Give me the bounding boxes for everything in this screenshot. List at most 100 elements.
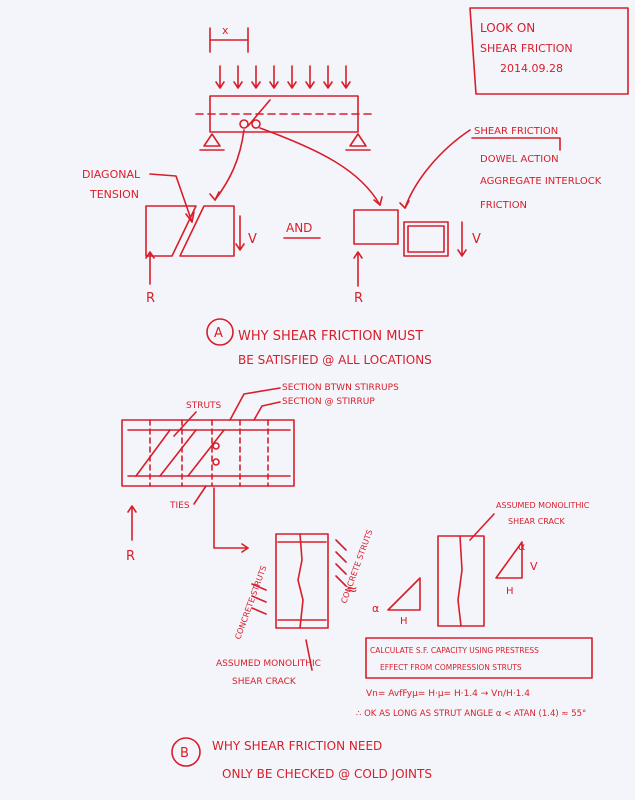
beam-elevation — [121, 419, 295, 487]
diagonal-label: DIAGONAL — [82, 168, 141, 181]
section-btwn-label: SECTION BTWN STIRRUPS — [282, 383, 399, 393]
section-a-line1: WHY SHEAR FRICTION MUST — [238, 329, 423, 344]
section-btwn-leader — [229, 387, 281, 421]
and-label: AND — [286, 221, 312, 235]
crack-line — [247, 99, 271, 127]
assumed-crack-left-1: ASSUMED MONOLITHIC — [216, 659, 321, 669]
title-box: LOOK ON SHEAR FRICTION 2014.09.28 — [469, 7, 629, 95]
section-a-circle — [206, 318, 234, 346]
r-arrow-mid — [127, 505, 137, 541]
arrow-to-diagonal — [214, 129, 245, 201]
leader-head — [185, 211, 195, 223]
arrow-head — [373, 196, 383, 206]
bullet-aggregate: AGGREGATE INTERLOCK — [480, 176, 602, 187]
shear-friction-list: SHEAR FRICTION DOWEL ACTION AGGREGATE IN… — [471, 126, 602, 211]
section-b-circle — [171, 737, 201, 767]
v-arrow-right — [457, 221, 467, 257]
section-at-label: SECTION @ STIRRUP — [282, 397, 375, 407]
block-b — [403, 221, 449, 257]
shear-friction-blocks: V R — [353, 209, 481, 306]
strut-arrows-left — [251, 583, 267, 615]
shear-friction-title: SHEAR FRICTION — [474, 126, 558, 137]
stirrup-marker — [212, 442, 220, 450]
equation-1: Vn= AvfFyμ= H·μ= H·1.4 → Vn/H·1.4 — [366, 689, 530, 699]
h-label-triangle: H — [506, 586, 514, 597]
section-detail-right: ASSUMED MONOLITHIC SHEAR CRACK α V H α H — [372, 501, 590, 627]
struts-label: STRUTS — [186, 401, 222, 411]
rebar-dot — [251, 119, 261, 129]
assumed-crack-left-2: SHEAR CRACK — [232, 677, 297, 687]
h-label-left: H — [400, 616, 408, 627]
section-at-leader — [253, 401, 281, 421]
section-box — [275, 533, 329, 629]
calc-line1: CALCULATE S.F. CAPACITY USING PRESTRESS — [370, 646, 539, 655]
ties-label: TIES — [169, 501, 190, 511]
r-label-right: R — [354, 291, 363, 306]
section-b-letter: B — [180, 746, 189, 761]
crack-line — [297, 533, 304, 629]
section-a-letter: A — [214, 326, 223, 341]
equation-2: ∴ OK AS LONG AS STRUT ANGLE α < ATAN (1.… — [356, 709, 586, 719]
section-a-line2: BE SATISFIED @ ALL LOCATIONS — [238, 353, 432, 367]
section-b-heading: B WHY SHEAR FRICTION NEED ONLY BE CHECKE… — [171, 737, 432, 781]
block-right — [179, 205, 235, 257]
arrow-to-shear — [259, 127, 381, 206]
r-label-left: R — [146, 291, 155, 306]
support-right — [345, 133, 371, 151]
strut-arrows-right — [335, 539, 347, 587]
block-a — [353, 209, 399, 245]
struts-leader — [173, 411, 197, 437]
distributed-load — [215, 65, 351, 89]
v-label-triangle: V — [530, 560, 538, 573]
bullet-dowel: DOWEL ACTION — [480, 154, 559, 165]
section-b-line2: ONLY BE CHECKED @ COLD JOINTS — [222, 767, 432, 781]
right-crack — [457, 535, 463, 627]
v-arrow-left — [235, 215, 245, 251]
r-arrow-left — [145, 251, 155, 285]
v-label-left: V — [248, 232, 257, 247]
title-line2: SHEAR FRICTION — [480, 42, 573, 55]
force-triangle-left — [387, 577, 421, 611]
support-left — [199, 133, 225, 151]
section-detail-left: CONCRETE STRUTS CONCRETE STRUTS ASSUMED … — [216, 528, 375, 687]
diagonal-tension: DIAGONAL TENSION V R — [82, 168, 257, 306]
approx-sign: ≈ — [346, 582, 358, 598]
rebar-dot — [239, 119, 249, 129]
alpha-right: α — [518, 540, 525, 553]
shear-friction-underline — [471, 137, 561, 151]
title-date: 2014.09.28 — [500, 62, 563, 75]
r-label-mid: R — [126, 549, 135, 564]
struts-lines — [135, 429, 225, 477]
right-crack-leader — [469, 513, 495, 541]
arrow-head — [209, 191, 220, 201]
block-b-inner — [407, 225, 445, 253]
tension-label: TENSION — [89, 188, 139, 201]
ties-leader — [193, 485, 207, 505]
assumed-crack-right-1: ASSUMED MONOLITHIC — [496, 501, 590, 510]
calculation-box: CALCULATE S.F. CAPACITY USING PRESTRESS … — [356, 637, 593, 719]
section-a-heading: A WHY SHEAR FRICTION MUST BE SATISFIED @… — [206, 318, 432, 367]
section-b-line1: WHY SHEAR FRICTION NEED — [212, 739, 382, 753]
bullet-friction: FRICTION — [480, 200, 527, 211]
concrete-struts-left: CONCRETE STRUTS — [233, 564, 268, 640]
crack-leader — [305, 639, 313, 671]
arrow-to-section — [213, 487, 249, 549]
stirrup-beam: STRUTS SECTION BTWN STIRRUPS SECTION @ S… — [121, 383, 399, 564]
title-line1: LOOK ON — [480, 21, 535, 35]
arrow-from-friction — [404, 129, 471, 209]
x-label: x — [222, 24, 229, 37]
v-label-right: V — [472, 232, 481, 247]
calc-frame — [365, 637, 593, 679]
calc-line2: EFFECT FROM COMPRESSION STRUTS — [380, 663, 522, 672]
title-frame — [469, 7, 629, 95]
arrow-head — [399, 200, 410, 209]
assumed-crack-right-2: SHEAR CRACK — [508, 517, 565, 526]
arrow-head — [241, 543, 249, 553]
beam-diagram: x — [195, 24, 373, 151]
block-left — [145, 205, 197, 257]
force-triangle-right — [495, 541, 523, 579]
stirrup-marker — [212, 458, 220, 466]
r-arrow-right — [353, 251, 363, 287]
